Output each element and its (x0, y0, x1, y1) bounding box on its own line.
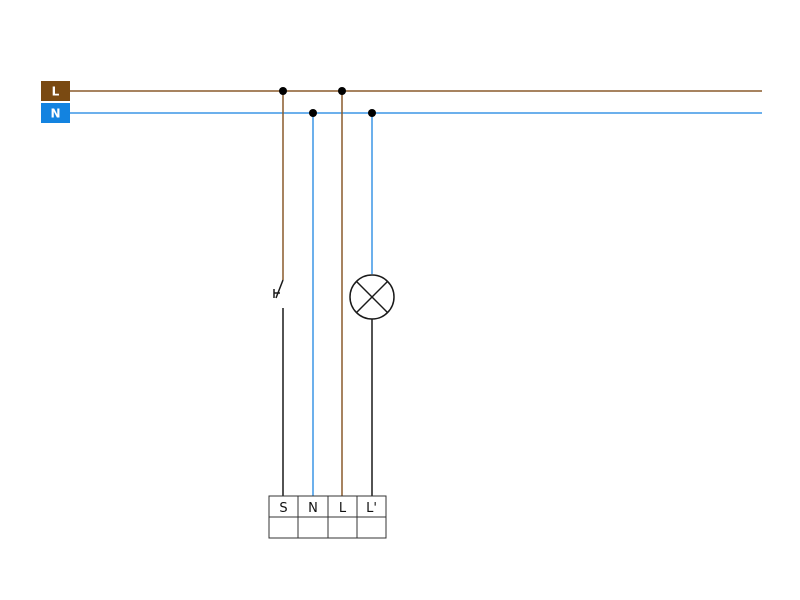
junction-node-switch-live (279, 87, 287, 95)
neutral-bus-label: N (50, 107, 60, 121)
lamp-symbol (349, 274, 395, 320)
live-bus-label: L (52, 85, 60, 99)
terminal-label-l-prime: L' (366, 501, 377, 516)
terminal-label-n: N (308, 501, 318, 516)
junction-node-neutral (309, 109, 317, 117)
neutral-bus-badge (41, 103, 70, 123)
terminal-label-l: L (339, 501, 347, 516)
junction-node-live (338, 87, 346, 95)
switch-symbol (273, 279, 284, 299)
terminal-label-s: S (279, 501, 287, 516)
live-bus-badge (41, 81, 70, 101)
junction-node-lamp-neutral (368, 109, 376, 117)
terminal-block: S N L L' (268, 495, 387, 539)
